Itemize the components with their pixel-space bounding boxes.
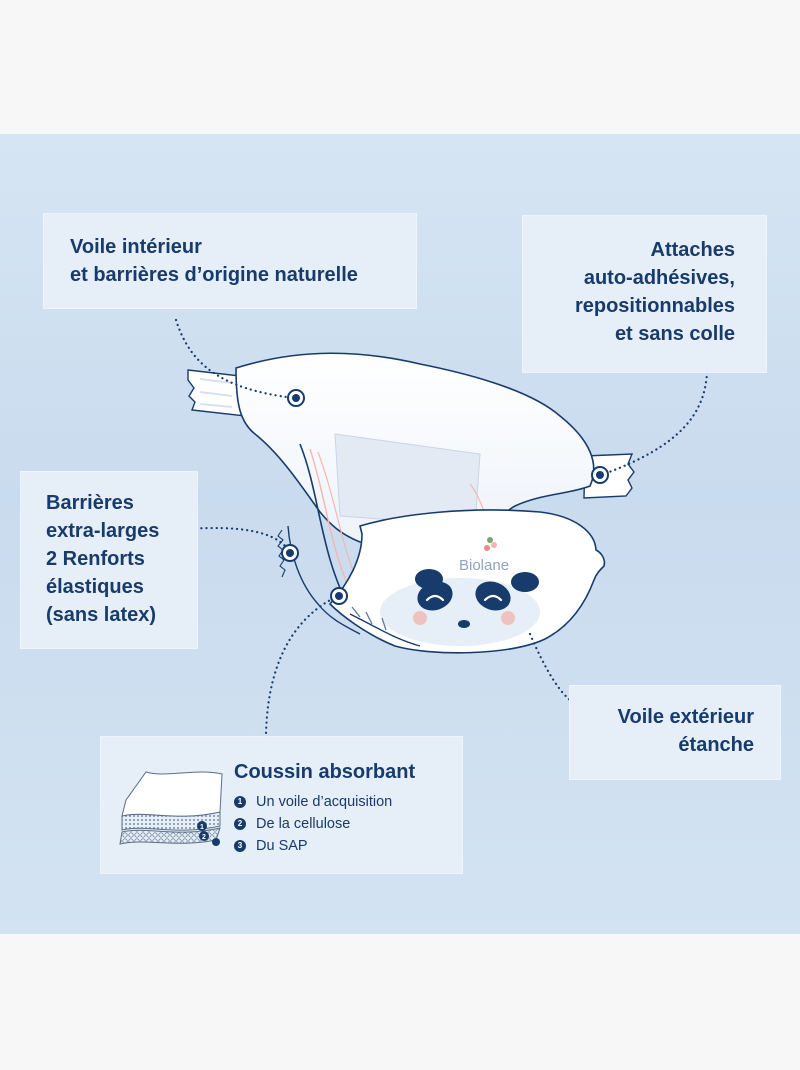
- callout-line: Attaches: [650, 239, 735, 261]
- callout-line: Voile intérieur: [70, 236, 202, 258]
- callout-tabs: Attaches auto-adhésives, repositionnable…: [522, 215, 767, 373]
- list-number: 3: [234, 840, 246, 852]
- callout-line: auto-adhésives,: [583, 267, 735, 289]
- callout-outer-veil: Voile extérieur étanche: [569, 685, 781, 780]
- svg-text:2: 2: [202, 834, 206, 841]
- diaper-back: [235, 352, 595, 645]
- callout-line: et sans colle: [614, 323, 735, 345]
- callout-line: (sans latex): [46, 604, 157, 626]
- list-label: Du SAP: [256, 838, 308, 854]
- callout-line: Barrières: [46, 492, 134, 514]
- absorbent-title: Coussin absorbant: [234, 761, 416, 783]
- diaper-front: Biolane: [328, 509, 606, 654]
- callout-absorbent: 1 2 Coussin absorbant 1 Un voile d’acqui…: [100, 736, 463, 874]
- absorbent-layers-icon: 1 2: [119, 771, 223, 846]
- callout-line: repositionnables: [574, 295, 735, 317]
- diaper-illustration: Biolane: [174, 318, 709, 736]
- absorbent-list: 1 Un voile d’acquisition 2 De la cellulo…: [234, 791, 392, 857]
- callout-inner-veil: Voile intérieur et barrières d’origine n…: [43, 213, 417, 309]
- callout-line: 2 Renforts: [46, 548, 145, 570]
- list-label: De la cellulose: [256, 816, 351, 832]
- callout-line: élastiques: [46, 576, 144, 598]
- callout-barriers: Barrières extra-larges 2 Renforts élasti…: [20, 471, 198, 649]
- right-tab: [583, 453, 635, 499]
- callout-line: Voile extérieur: [617, 706, 754, 728]
- svg-text:1: 1: [200, 824, 204, 831]
- list-label: Un voile d’acquisition: [256, 794, 393, 810]
- brand-logo: Biolane: [459, 557, 509, 574]
- callout-line: extra-larges: [46, 520, 160, 542]
- callout-line: étanche: [678, 734, 754, 756]
- left-tab: [187, 369, 246, 417]
- list-number: 1: [234, 796, 246, 808]
- list-number: 2: [234, 818, 246, 830]
- list-item: 1 Un voile d’acquisition: [234, 791, 392, 813]
- callout-markers: [281, 389, 609, 605]
- callout-line: et barrières d’origine naturelle: [70, 264, 358, 286]
- list-item: 2 De la cellulose: [234, 813, 392, 835]
- diagram-panel: Biolane Voile intérieur et barrières d’o…: [0, 134, 800, 934]
- list-item: 3 Du SAP: [234, 835, 392, 857]
